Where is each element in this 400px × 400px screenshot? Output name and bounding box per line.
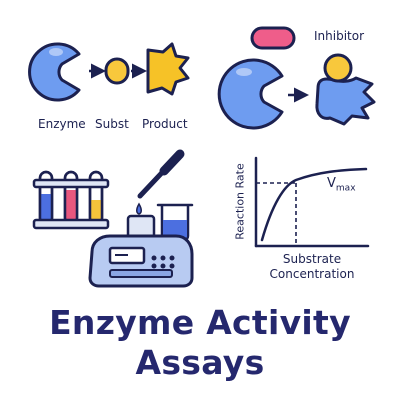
product-label: Product: [142, 117, 188, 131]
x-axis-label-line2: Concentration: [269, 267, 355, 281]
title-line-2: Assays: [135, 343, 265, 382]
substrate-label: Subst: [95, 117, 129, 131]
substrate-shape: [104, 57, 130, 85]
title-line-1: Enzyme Activity: [49, 303, 351, 342]
inhibitor-shape: [250, 26, 296, 50]
product-shape: [146, 42, 190, 96]
saturation-curve: [260, 167, 368, 242]
spectrophotometer-icon: [88, 214, 194, 288]
inhibitor-label: Inhibitor: [314, 29, 365, 43]
enzyme-inhibitor-complex-shape: [315, 53, 376, 126]
vmax-label: Vmax: [327, 177, 356, 194]
test-tube-rack-icon: [32, 170, 110, 230]
enzyme-label: Enzyme: [38, 117, 86, 131]
vmax-symbol: V: [327, 176, 336, 191]
y-axis-label: Reaction Rate: [233, 163, 247, 240]
michaelis-menten-graph: [254, 156, 370, 248]
vmax-subscript: max: [335, 183, 356, 194]
pipette-icon: [136, 149, 185, 215]
inhibited-enzyme-shape: [217, 58, 284, 130]
x-axis-label-line1: Substrate: [282, 252, 342, 266]
enzyme-shape: [28, 42, 81, 102]
